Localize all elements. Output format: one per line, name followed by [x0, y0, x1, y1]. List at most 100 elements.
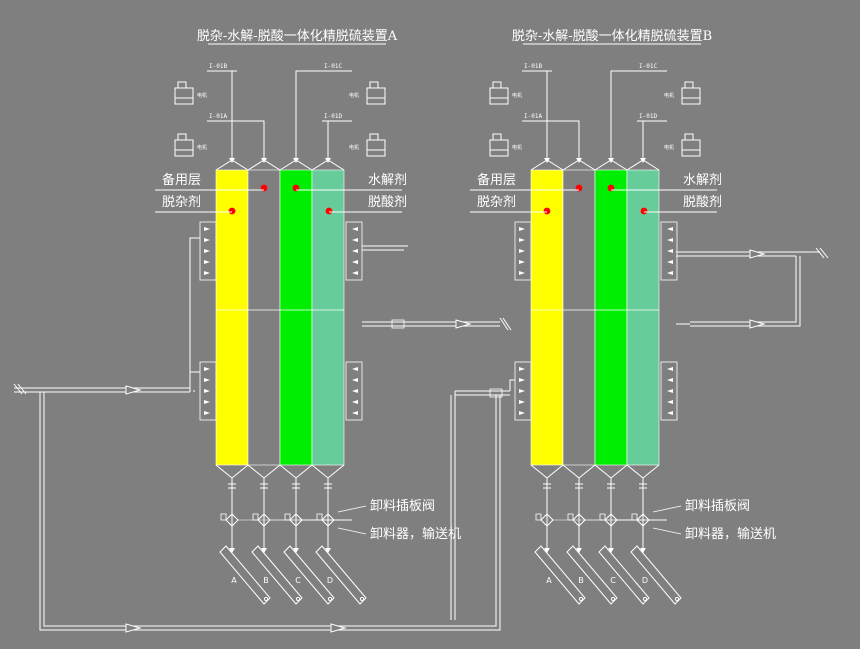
pipe	[43, 392, 497, 627]
discharge-valve-icon	[604, 513, 618, 527]
feed-line	[637, 120, 644, 160]
discharge-valve-icon	[257, 513, 271, 527]
valve-tag: I-01D	[324, 113, 342, 120]
feed-line	[546, 70, 552, 160]
motor-icon	[174, 87, 194, 105]
discharge-train: D	[311, 464, 367, 605]
actuator-icon	[631, 513, 638, 521]
feed-valve-assembly: I-01D 电机	[637, 113, 701, 163]
flow-arrow	[455, 319, 472, 329]
motor-icon	[681, 87, 701, 105]
motor-label: 电机	[664, 144, 674, 151]
outlet-label: B	[578, 576, 584, 585]
label-hydrolysis: 水解剂	[368, 173, 407, 188]
feed-valve-assembly: I-01C 电机	[608, 63, 701, 163]
gas-distributor	[199, 221, 217, 281]
discharge-train: B	[247, 464, 303, 605]
gas-piping	[13, 237, 829, 633]
top-hopper	[594, 159, 628, 171]
gas-distributor	[345, 221, 363, 281]
motor-label: 电机	[197, 92, 207, 99]
sensor-point	[640, 207, 648, 215]
pipe	[189, 237, 200, 392]
pipe	[509, 379, 515, 391]
gas-distributor	[660, 221, 678, 281]
feed-valve-assembly: I-01B 电机	[174, 63, 237, 163]
discharge-train: A	[530, 464, 586, 605]
feed-line	[295, 70, 322, 160]
valve-tag: I-01C	[639, 63, 657, 70]
motor-label: 电机	[664, 92, 674, 99]
motor-icon	[681, 139, 701, 157]
label-impurity: 脱杂剂	[477, 195, 516, 210]
discharge-valve-icon	[540, 513, 554, 527]
impurity-layer	[215, 169, 249, 466]
motor-icon	[489, 139, 509, 157]
top-hopper	[626, 159, 660, 171]
outlet-label: C	[295, 576, 301, 585]
feed-line	[610, 70, 637, 160]
top-hopper	[311, 159, 345, 171]
feed-line	[237, 120, 265, 160]
feed-line	[231, 70, 237, 160]
motor-cap-icon	[492, 81, 502, 89]
flange	[391, 319, 405, 329]
motor-cap-icon	[684, 133, 694, 141]
motor-cap-icon	[177, 133, 187, 141]
valve-tag: I-01C	[324, 63, 342, 70]
valve-tag: I-01B	[524, 63, 542, 70]
sensor-point	[325, 207, 333, 215]
valve-tag: I-01D	[639, 113, 657, 120]
conveyor-chute	[566, 545, 618, 605]
label-reserve: 备用层	[162, 172, 201, 188]
unit-title: 脱杂-水解-脱酸一体化精脱硫装置A	[197, 29, 398, 44]
discharge-train: B	[562, 464, 618, 605]
valve-tag: I-01B	[209, 63, 227, 70]
outlet-label: D	[327, 576, 333, 585]
actuator-icon	[567, 513, 574, 521]
conveyor-chute	[315, 545, 367, 605]
label-deacid: 脱酸剂	[368, 195, 407, 210]
gas-distributor	[660, 361, 678, 421]
label-discharge-valve: 卸料插板阀	[685, 498, 750, 514]
pipe	[39, 392, 501, 631]
feed-line	[322, 120, 329, 160]
flow-arrow	[749, 319, 766, 329]
discharge-valve-icon	[289, 513, 303, 527]
feed-valve-assembly: I-01C 电机	[293, 63, 386, 163]
discharge-valve-icon	[321, 513, 335, 527]
outlet-label: A	[546, 576, 552, 585]
conveyor-chute	[219, 545, 271, 605]
impurity-layer	[530, 169, 564, 466]
top-hopper	[215, 159, 249, 171]
discharge-valve-icon	[225, 513, 239, 527]
reactor-unit-b: 脱杂-水解-脱酸一体化精脱硫装置BI-01B电机I-01C电机I-01A电机I-…	[470, 29, 776, 605]
deacid-layer	[311, 169, 345, 466]
discharge-valve-icon	[572, 513, 586, 527]
outlet-label: A	[231, 576, 237, 585]
motor-cap-icon	[369, 81, 379, 89]
motor-cap-icon	[492, 133, 502, 141]
flow-arrow	[330, 623, 347, 633]
unit-title: 脱杂-水解-脱酸一体化精脱硫装置B	[512, 29, 712, 44]
actuator-icon	[316, 513, 323, 521]
label-hydrolysis: 水解剂	[683, 173, 722, 188]
motor-label: 电机	[349, 92, 359, 99]
flow-arrow	[125, 385, 142, 395]
motor-cap-icon	[369, 133, 379, 141]
top-hopper	[279, 159, 313, 171]
label-reserve: 备用层	[477, 172, 516, 188]
label-discharge-conveyor: 卸料器，输送机	[370, 526, 461, 542]
motor-icon	[366, 139, 386, 157]
motor-label: 电机	[349, 144, 359, 151]
pipe	[690, 256, 801, 327]
feed-valve-assembly: I-01D 电机	[322, 113, 386, 163]
flow-arrow	[749, 249, 766, 259]
flow-arrow	[125, 623, 142, 633]
gas-distributor	[514, 361, 532, 421]
pipe	[189, 371, 200, 388]
